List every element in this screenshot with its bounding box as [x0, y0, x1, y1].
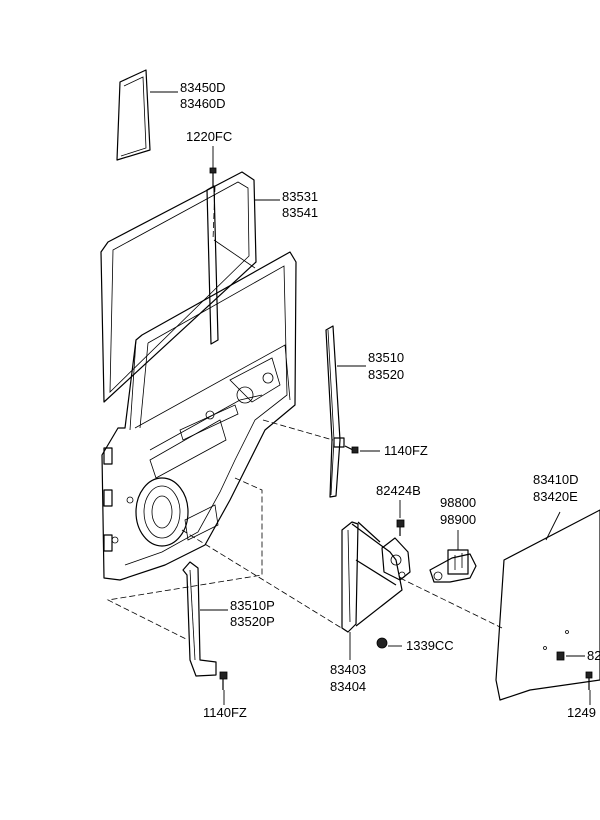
weatherstrip-frame [100, 171, 257, 403]
label-bolt-reg: 82424B [376, 483, 421, 498]
label-bolt-top: 1220FC [186, 129, 232, 144]
rear-channel [325, 325, 345, 498]
bolt-icon [585, 671, 593, 690]
bolt-icon [209, 167, 217, 186]
label-bolt-glass: 1249 [567, 705, 596, 720]
label-quarter-glass-2: 83460D [180, 96, 226, 111]
label-screw-rear: 1140FZ [384, 443, 428, 458]
label-quarter-glass-1: 83450D [180, 80, 226, 95]
label-weatherstrip-1: 83531 [282, 189, 318, 204]
label-motor-1: 98800 [440, 495, 476, 510]
bolt-icon [396, 519, 405, 536]
screw-icon [344, 445, 359, 454]
nut-icon [376, 637, 388, 649]
label-nut-reg: 1339CC [406, 638, 454, 653]
label-channel-rear-1: 83510 [368, 350, 404, 365]
door-glass [495, 509, 600, 701]
label-channel-front-2: 83520P [230, 614, 275, 629]
regulator-motor [429, 549, 477, 583]
label-motor-2: 98900 [440, 512, 476, 527]
label-regulator-1: 83403 [330, 662, 366, 677]
window-regulator [341, 521, 411, 633]
label-regulator-2: 83404 [330, 679, 366, 694]
leader-glass-door [545, 511, 561, 541]
label-screw-front: 1140FZ [203, 705, 247, 720]
label-clip-glass: 82 [587, 648, 600, 663]
clip-icon [556, 651, 565, 661]
label-weatherstrip-2: 83541 [282, 205, 318, 220]
label-channel-rear-2: 83520 [368, 367, 404, 382]
door-panel [101, 251, 297, 581]
assembly-lines [106, 185, 503, 641]
quarter-glass [116, 69, 151, 161]
screw-icon [219, 671, 228, 690]
label-glass-door-1: 83410D [533, 472, 579, 487]
front-channel [182, 561, 217, 677]
label-glass-door-2: 83420E [533, 489, 578, 504]
label-channel-front-1: 83510P [230, 598, 275, 613]
